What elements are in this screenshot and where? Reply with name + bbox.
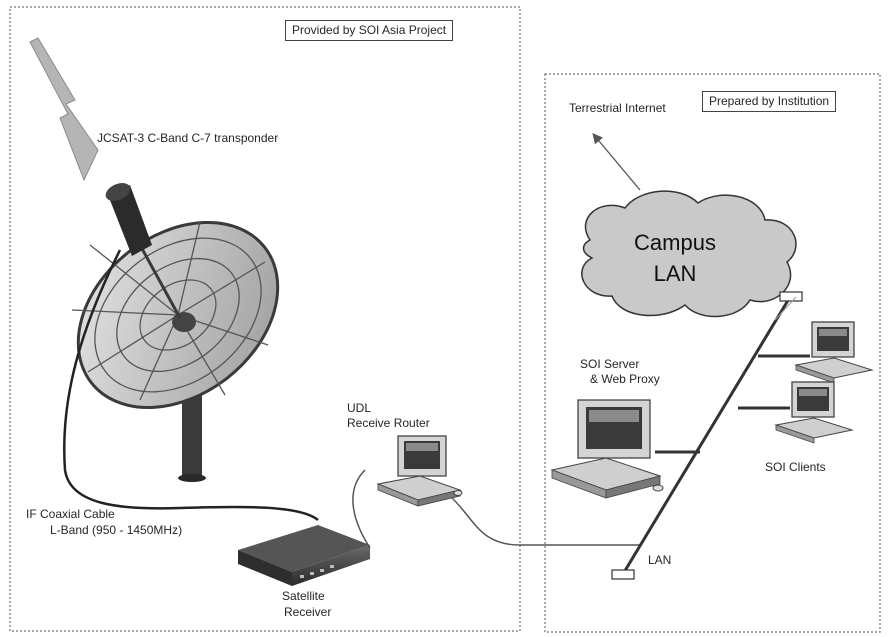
receiver-label-line2: Receiver — [284, 605, 332, 619]
coaxial-cable — [63, 249, 319, 522]
lan-terminator-bottom — [611, 569, 635, 580]
clients-label: SOI Clients — [765, 460, 826, 474]
router-label-line1: UDL — [347, 401, 372, 415]
campus-lan-label-line2: LAN — [653, 261, 697, 286]
server-label-line2: & Web Proxy — [590, 372, 660, 386]
terrestrial-arrow — [592, 133, 641, 191]
cable-label-line1: IF Coaxial Cable — [26, 507, 115, 521]
soi-region-label: Provided by SOI Asia Project — [285, 20, 454, 41]
router-computer-icon — [376, 435, 463, 507]
router-label-line2: Receive Router — [347, 416, 430, 430]
lan-backbone — [621, 296, 792, 575]
terrestrial-internet-label: Terrestrial Internet — [569, 101, 666, 115]
institution-region-label: Prepared by Institution — [702, 91, 837, 112]
cloud-icon — [581, 190, 797, 318]
institution-region-border — [544, 73, 881, 633]
router-lan-cable — [451, 497, 640, 546]
lan-label: LAN — [648, 553, 672, 567]
server-computer-icon — [550, 399, 664, 499]
lightning-bolt-icon — [29, 37, 99, 182]
satellite-dish-icon — [71, 182, 280, 482]
satellite-link-label: JCSAT-3 C-Band C-7 transponder — [97, 131, 279, 145]
lan-terminator-top — [779, 291, 803, 302]
satellite-receiver-icon — [238, 525, 370, 586]
receiver-router-cable — [352, 469, 371, 549]
receiver-label-line1: Satellite — [282, 589, 325, 603]
soi-region-border — [9, 6, 521, 632]
client-computer-icon — [774, 381, 854, 444]
client-computer-icon — [794, 321, 874, 384]
server-label-line1: SOI Server — [580, 357, 640, 371]
campus-lan-label-line1: Campus — [634, 230, 716, 255]
cable-label-line2: L-Band (950 - 1450MHz) — [50, 523, 183, 537]
